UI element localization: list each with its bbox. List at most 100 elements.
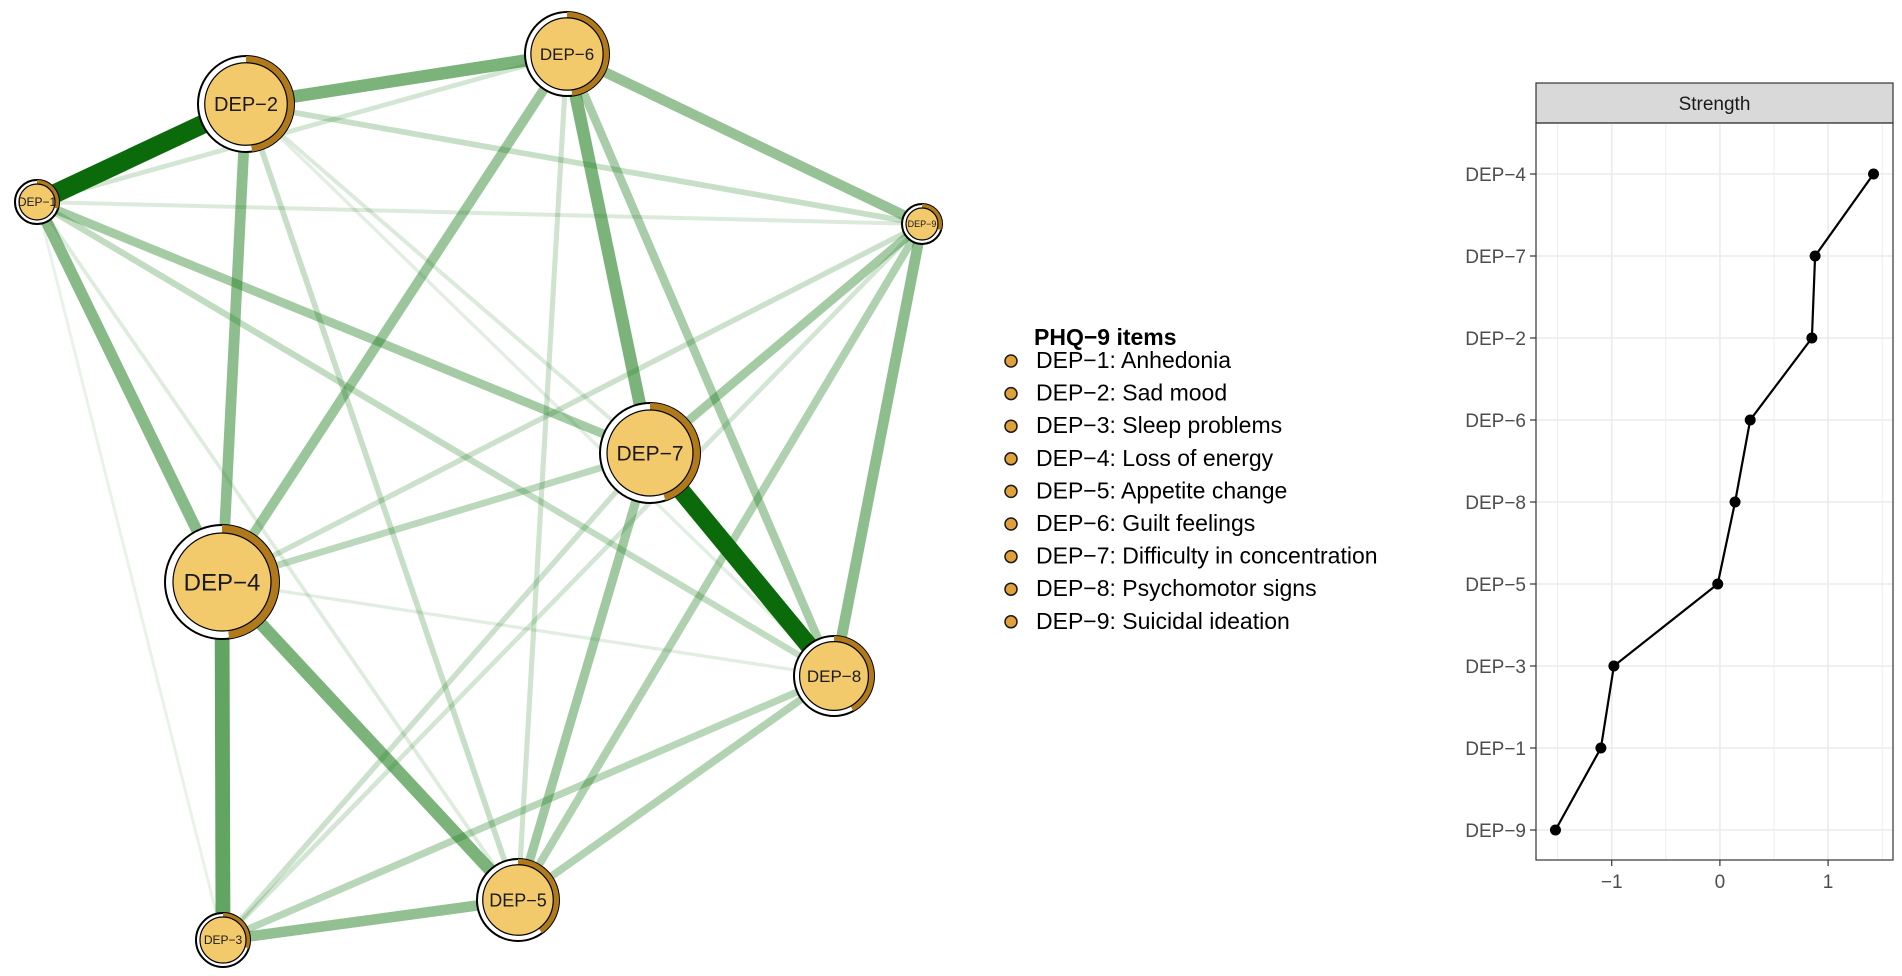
edge-dep-3-dep-8 <box>221 672 836 944</box>
node-disc <box>530 17 604 91</box>
node-pie-arc <box>566 12 609 96</box>
x-tick-label: 0 <box>1715 872 1726 893</box>
edge-dep-5-dep-8 <box>515 672 837 904</box>
edge-dep-3-dep-9 <box>221 222 924 942</box>
edge-dep-4-dep-6 <box>217 51 572 585</box>
node-label: DEP−5 <box>489 890 547 910</box>
edge-dep-2-dep-6 <box>245 47 568 111</box>
node-label: DEP−9 <box>908 219 937 229</box>
edge-dep-2-dep-8 <box>244 102 836 678</box>
strength-point <box>1868 168 1880 180</box>
y-tick-label: DEP−5 <box>1465 575 1526 596</box>
edge-dep-1-dep-8 <box>35 199 836 679</box>
node-pie-arc <box>649 403 700 501</box>
legend-item: DEP−3: Sleep problems <box>1004 412 1282 438</box>
edge-dep-5-dep-6 <box>515 53 570 901</box>
legend-item: DEP−1: Anhedonia <box>1004 347 1231 373</box>
node-label: DEP−8 <box>807 667 861 686</box>
node-dep-3: DEP−3 <box>195 912 251 968</box>
y-tick-label: DEP−7 <box>1465 247 1526 268</box>
edge-dep-3-dep-5 <box>222 894 519 946</box>
legend-label: DEP−1: Anhedonia <box>1036 347 1231 373</box>
legend-swatch <box>1004 582 1018 596</box>
y-tick-label: DEP−2 <box>1465 329 1526 350</box>
edge-dep-6-dep-9 <box>564 49 925 229</box>
legend-item: DEP−9: Suicidal ideation <box>1004 608 1290 634</box>
node-disc <box>204 62 288 146</box>
legend-item: DEP−4: Loss of energy <box>1004 445 1274 471</box>
y-tick-label: DEP−4 <box>1465 165 1526 186</box>
legend-swatch <box>1004 549 1018 564</box>
legend-title: PHQ−9 items <box>1034 324 1177 350</box>
edge-dep-2-dep-7 <box>244 102 652 455</box>
node-disc <box>18 183 56 221</box>
node-label: DEP−2 <box>214 94 278 116</box>
strength-point <box>1806 332 1818 344</box>
strength-point <box>1608 660 1620 672</box>
strength-plot: Strength DEP−9DEP−1DEP−3DEP−5DEP−8DEP−6D… <box>1465 82 1894 893</box>
edge-dep-3-dep-4 <box>214 581 231 941</box>
y-tick-label: DEP−6 <box>1465 411 1526 432</box>
y-tick-label: DEP−1 <box>1465 739 1526 760</box>
node-dep-1: DEP−1 <box>14 179 60 225</box>
node-pie-arc <box>517 859 559 934</box>
edge-dep-6-dep-7 <box>560 52 657 455</box>
node-pie-arc <box>221 525 279 639</box>
node-pie-arc <box>921 204 942 231</box>
node-label: DEP−1 <box>18 195 57 209</box>
node-disc <box>172 532 272 632</box>
strength-point <box>1729 496 1741 508</box>
y-tick-label: DEP−9 <box>1465 821 1526 842</box>
legend-label: DEP−6: Guilt feelings <box>1036 510 1255 536</box>
legend-item: DEP−8: Psychomotor signs <box>1004 575 1317 601</box>
edge-dep-8-dep-9 <box>828 222 928 678</box>
y-tick-label: DEP−3 <box>1465 657 1526 678</box>
edge-dep-5-dep-7 <box>513 451 655 902</box>
edge-dep-2-dep-4 <box>216 103 252 583</box>
strength-strip-label: Strength <box>1679 94 1751 115</box>
node-disc <box>798 640 869 711</box>
node-dep-2: DEP−2 <box>197 55 295 153</box>
legend-item: DEP−2: Sad mood <box>1004 380 1227 406</box>
node-dep-9: DEP−9 <box>901 203 943 245</box>
node-pie-arc <box>833 636 874 712</box>
edge-dep-2-dep-5 <box>243 103 521 901</box>
node-disc <box>905 207 939 241</box>
legend-label: DEP−4: Loss of energy <box>1036 445 1274 471</box>
node-dep-5: DEP−5 <box>476 858 560 942</box>
node-disc <box>482 864 554 936</box>
edge-dep-4-dep-5 <box>217 577 523 905</box>
edge-dep-4-dep-7 <box>221 449 651 586</box>
legend-item: DEP−7: Difficulty in concentration <box>1004 543 1378 569</box>
legend-label: DEP−8: Psychomotor signs <box>1036 575 1317 601</box>
edge-dep-6-dep-8 <box>563 52 838 678</box>
legend-swatch <box>1004 452 1018 466</box>
strength-y-axis: DEP−9DEP−1DEP−3DEP−5DEP−8DEP−6DEP−2DEP−7… <box>1465 165 1536 842</box>
node-pie-arc <box>222 913 250 949</box>
strength-x-axis: −1 0 1 <box>1601 860 1833 893</box>
network-edges <box>31 47 928 946</box>
strength-point <box>1549 824 1561 836</box>
x-tick-label: −1 <box>1601 872 1623 893</box>
legend-item: DEP−5: Appetite change <box>1004 477 1287 503</box>
edge-dep-1-dep-4 <box>31 199 228 585</box>
node-pie-arc <box>36 180 59 209</box>
node-disc <box>606 409 694 497</box>
network-nodes: DEP−1DEP−2DEP−3DEP−4DEP−5DEP−6DEP−7DEP−8… <box>14 11 943 968</box>
legend-swatch <box>1004 484 1018 499</box>
legend-label: DEP−7: Difficulty in concentration <box>1036 543 1378 569</box>
edge-dep-5-dep-9 <box>514 221 926 903</box>
x-tick-label: 1 <box>1823 872 1834 893</box>
edge-dep-1-dep-9 <box>36 200 923 226</box>
legend-label: DEP−2: Sad mood <box>1036 380 1227 406</box>
node-label: DEP−7 <box>616 442 683 465</box>
legend-label: DEP−5: Appetite change <box>1036 477 1287 503</box>
legend-swatch <box>1004 517 1018 531</box>
node-dep-8: DEP−8 <box>793 635 875 717</box>
edge-dep-6-dep-1 <box>36 51 568 205</box>
node-dep-7: DEP−7 <box>599 402 701 504</box>
edge-dep-4-dep-9 <box>220 221 924 585</box>
edge-dep-4-dep-8 <box>221 580 835 678</box>
